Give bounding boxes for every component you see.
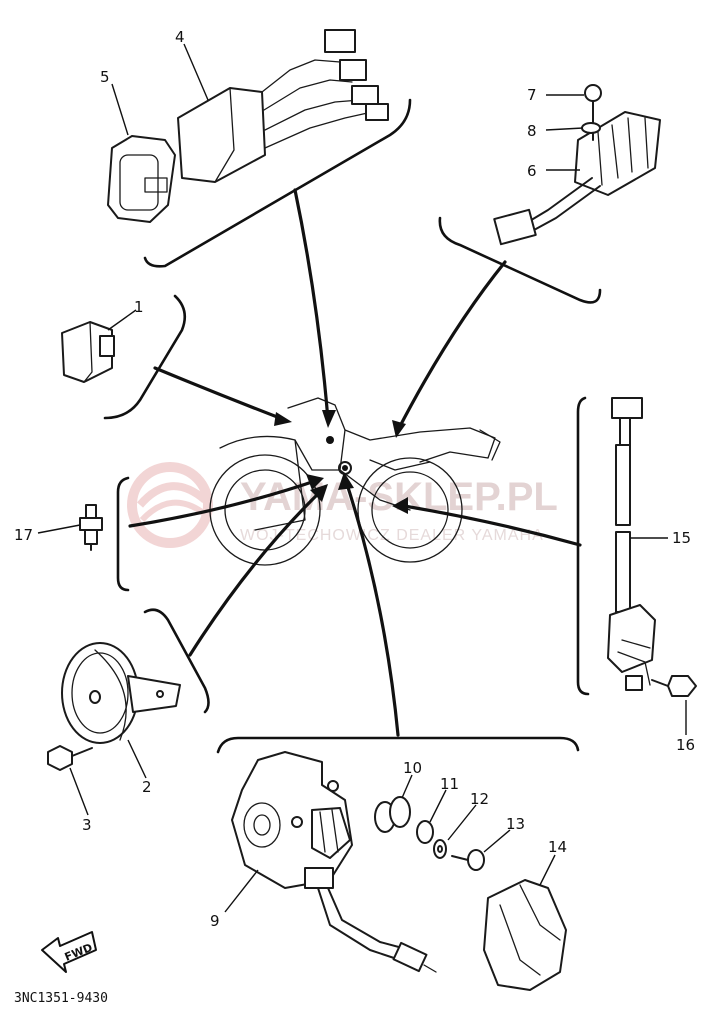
- callout-lines: [37, 43, 687, 913]
- collar-part: [416, 820, 434, 844]
- part-number-1: 1: [134, 298, 144, 316]
- cdi-cover-part: [107, 135, 176, 223]
- part-group-main-switch: [216, 472, 580, 991]
- fwd-arrow-icon: FWD: [41, 931, 97, 973]
- sidestand-switch-part: [607, 397, 656, 691]
- grommet-part: [374, 796, 411, 833]
- part-number-7: 7: [527, 86, 537, 104]
- main-switch-body-part: [231, 751, 437, 973]
- motorcycle-outline: [209, 397, 501, 566]
- part-number-3: 3: [82, 816, 92, 834]
- part-number-5: 5: [100, 68, 110, 86]
- part-number-17: 17: [14, 526, 33, 544]
- watermark: YAMA-SKLEP.PL WOJ-TECHOWICZ DEALER YAMAH…: [127, 462, 558, 548]
- part-group-sidestand-switch: [392, 396, 697, 697]
- part-number-9: 9: [210, 912, 220, 930]
- part-number-13: 13: [506, 815, 525, 833]
- part-number-8: 8: [527, 122, 537, 140]
- watermark-title: YAMA-SKLEP.PL: [240, 475, 558, 519]
- part-number-12: 12: [470, 790, 489, 808]
- screw-part: [451, 849, 485, 871]
- part-number-11: 11: [440, 775, 459, 793]
- part-group-cdi: [107, 29, 412, 428]
- washer-part: [433, 839, 447, 859]
- part-group-rectifier: [392, 84, 661, 438]
- part-number-16: 16: [676, 736, 695, 754]
- part-number-10: 10: [403, 759, 422, 777]
- drawing-code: 3NC1351-9430: [14, 991, 108, 1006]
- switch-bolt-part: [651, 675, 697, 697]
- part-number-4: 4: [175, 28, 185, 46]
- part-group-sensor: [79, 474, 324, 592]
- sensor-switch-part: [79, 504, 103, 551]
- horn-part: [61, 642, 181, 744]
- watermark-logo: [127, 462, 213, 548]
- horn-bolt-part: [47, 745, 93, 771]
- part-number-6: 6: [527, 162, 537, 180]
- part-group-relay: [61, 294, 292, 426]
- cdi-unit-part: [177, 87, 266, 183]
- part-group-horn: [47, 484, 328, 771]
- part-number-14: 14: [548, 838, 567, 856]
- switch-cover-part: [483, 879, 567, 991]
- part-number-15: 15: [672, 529, 691, 547]
- part-numbers: 5 4 7 8 6 1 17 2 3 9 10 11 12 13 14 15 1…: [14, 28, 695, 930]
- part-number-2: 2: [142, 778, 152, 796]
